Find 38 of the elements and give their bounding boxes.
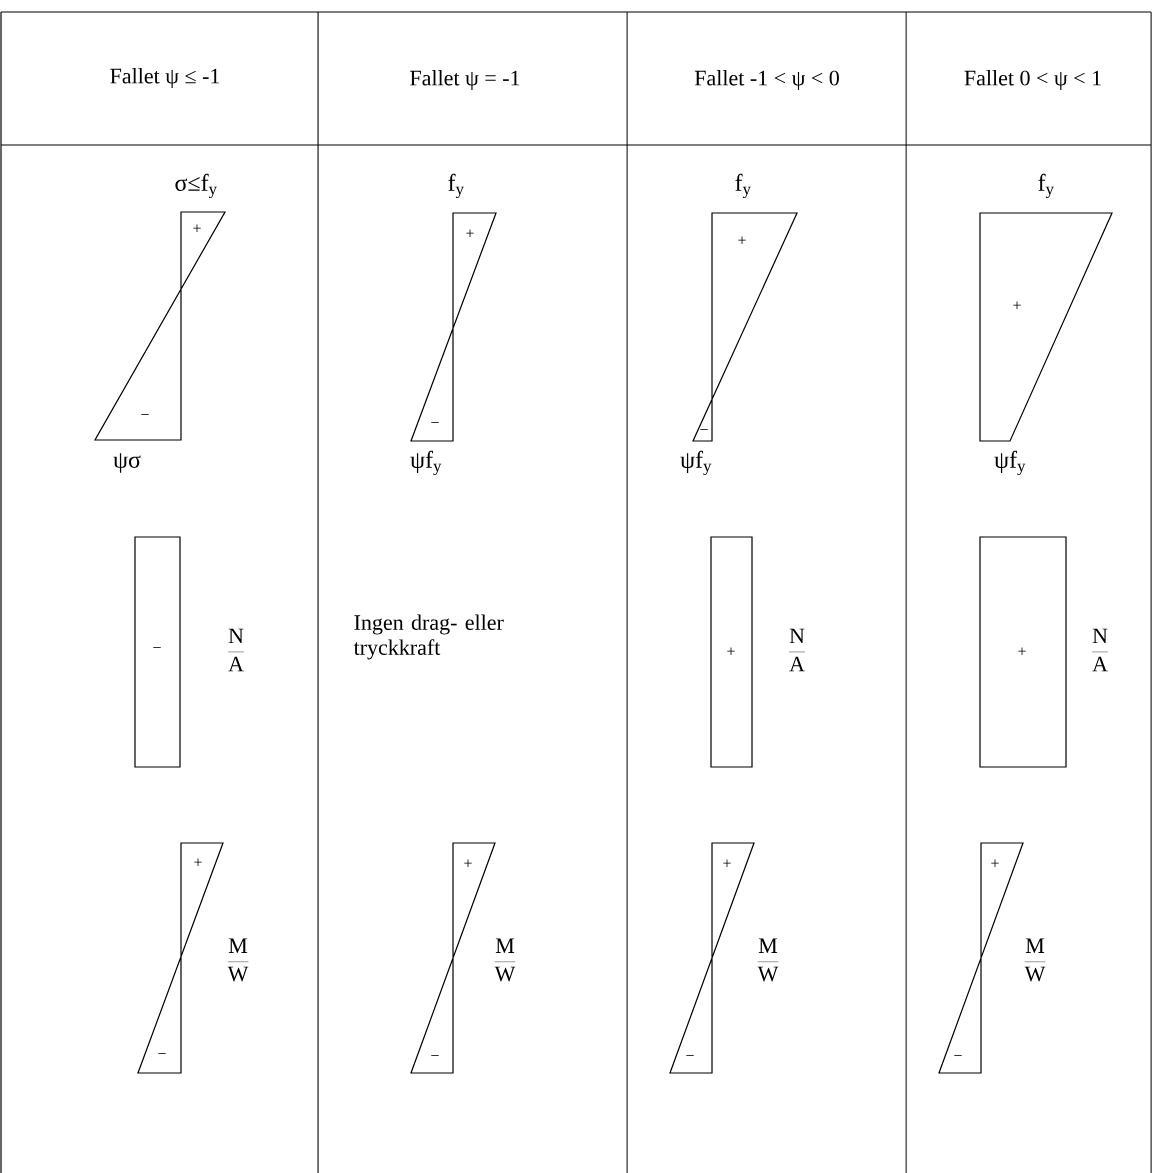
stress-value-label: σ≤f$_{y}$ <box>175 173 217 199</box>
sign-label: + <box>466 229 474 237</box>
sign-label: + <box>193 224 201 232</box>
fraction-label: $\frac{\mathrm{N}}{\mathrm{A}}$ <box>789 628 805 672</box>
sign-label: − <box>431 1055 439 1056</box>
sign-label: − <box>686 1055 694 1056</box>
stress-value-label: f$_{y}$ <box>1038 173 1054 199</box>
sign-label: + <box>738 236 746 244</box>
stress-value-label: ψf$_{y}$ <box>994 450 1026 476</box>
fraction-label: $\frac{\mathrm{M}}{\mathrm{W}}$ <box>1024 938 1046 982</box>
sign-label: + <box>727 647 735 655</box>
column-header: Fallet ψ ≤ -1 <box>110 68 220 88</box>
sign-label: − <box>141 414 149 415</box>
sign-label: − <box>431 422 439 423</box>
sign-label: + <box>1018 647 1026 655</box>
note-text: Ingen drag- eller tryckkraft <box>353 614 504 660</box>
sign-label: − <box>158 1053 166 1054</box>
fraction-label: $\frac{\mathrm{N}}{\mathrm{A}}$ <box>1092 628 1108 672</box>
fraction-label: $\frac{\mathrm{N}}{\mathrm{A}}$ <box>228 628 244 672</box>
sign-label: + <box>194 858 202 866</box>
column-header: Fallet -1 < ψ < 0 <box>694 70 839 90</box>
column-header: Fallet ψ = -1 <box>410 70 520 90</box>
sign-label: + <box>1013 301 1021 309</box>
sign-label: − <box>700 429 708 430</box>
fraction-label: $\frac{\mathrm{M}}{\mathrm{W}}$ <box>227 938 249 982</box>
fraction-label: $\frac{\mathrm{M}}{\mathrm{W}}$ <box>757 938 779 982</box>
stress-value-label: f$_{y}$ <box>448 173 464 199</box>
stress-value-label: ψσ <box>113 453 141 473</box>
stress-value-label: ψf$_{y}$ <box>680 450 712 476</box>
sign-label: + <box>723 859 731 867</box>
sign-label: − <box>954 1055 962 1056</box>
stress-value-label: ψf$_{y}$ <box>410 450 442 476</box>
fraction-label: $\frac{\mathrm{M}}{\mathrm{W}}$ <box>494 938 516 982</box>
sign-label: + <box>991 859 999 867</box>
sign-label: − <box>153 647 161 648</box>
sign-label: + <box>464 859 472 867</box>
stress-value-label: f$_{y}$ <box>735 173 751 199</box>
column-header: Fallet 0 < ψ < 1 <box>964 70 1101 90</box>
